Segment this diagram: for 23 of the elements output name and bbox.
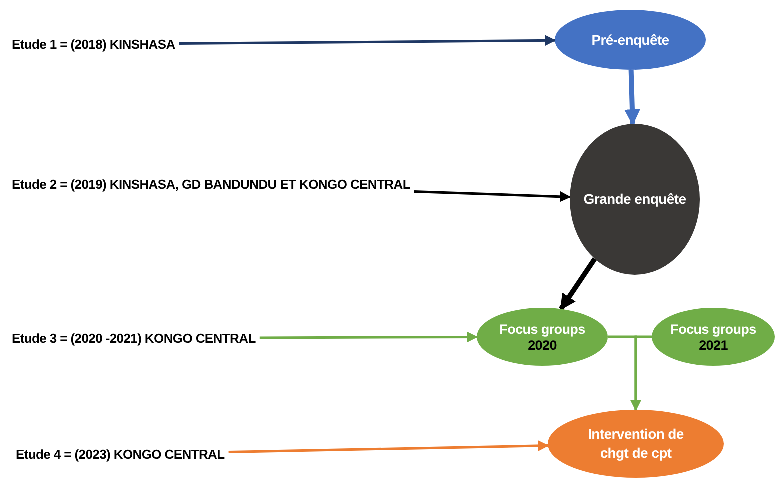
node-label: Focus groups bbox=[500, 320, 586, 339]
node-label: Focus groups bbox=[670, 320, 756, 339]
arrow bbox=[624, 70, 640, 126]
ellipse-node bbox=[477, 308, 608, 366]
arrow bbox=[179, 35, 556, 46]
caption-text: Etude 2 = (2019) KINSHASA, GD BANDUNDU ET KONGO CENTRAL bbox=[12, 177, 410, 192]
caption-text: Etude 1 = (2018) KINSHASA bbox=[12, 37, 176, 52]
arrow bbox=[414, 190, 572, 202]
year-label: 2020 bbox=[528, 339, 557, 354]
arrow bbox=[228, 440, 550, 454]
ellipse-node bbox=[555, 10, 706, 70]
node-label: Grande enquête bbox=[584, 190, 686, 209]
node-label: Intervention de chgt de cpt bbox=[587, 425, 685, 463]
node-label: Pré-enquête bbox=[592, 30, 670, 50]
ellipse-node bbox=[652, 308, 775, 366]
arrow bbox=[559, 258, 598, 311]
ellipse-node bbox=[570, 124, 700, 275]
ellipse-node bbox=[548, 410, 724, 478]
caption-text: Etude 4 = (2023) KONGO CENTRAL bbox=[16, 447, 225, 462]
arrow bbox=[260, 332, 478, 343]
caption-text: Etude 3 = (2020 -2021) KONGO CENTRAL bbox=[12, 331, 256, 346]
arrow bbox=[630, 336, 652, 412]
year-label: 2021 bbox=[699, 339, 728, 354]
